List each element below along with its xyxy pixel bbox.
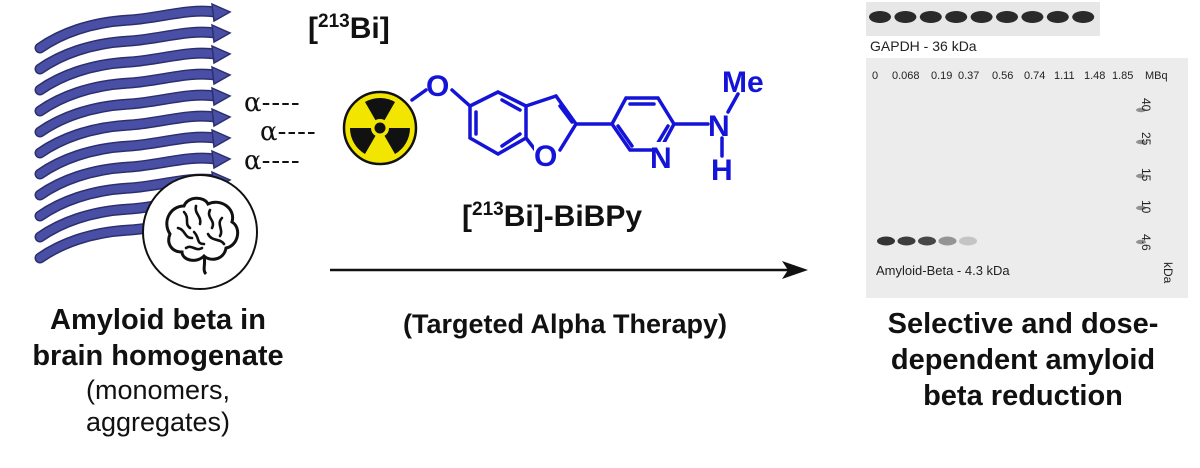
gapdh-band — [996, 11, 1018, 23]
mw-ladder-band — [1136, 205, 1146, 211]
lane-label: 0.74 — [1024, 70, 1046, 82]
beta-strand — [34, 2, 232, 54]
amyloid-beta-label: Amyloid-Beta - 4.3 kDa — [876, 263, 1010, 278]
amyloid-blot-gel — [866, 58, 1188, 298]
beta-strand — [34, 149, 232, 201]
amyloid-band — [877, 236, 895, 246]
amine-nitrogen: N — [708, 110, 730, 143]
amyloid-band — [938, 236, 957, 246]
mw-marker-label: 40 — [1139, 98, 1153, 112]
mw-marker-label: 10 — [1139, 200, 1153, 214]
pyridine-nitrogen: N — [650, 142, 672, 175]
compound-label: [213Bi]-BiBPy — [462, 199, 643, 233]
right-caption-line-2: dependent amyloid — [890, 344, 1156, 376]
beta-strand — [34, 65, 232, 117]
ether-oxygen: O — [426, 70, 449, 103]
lane-label: 0.37 — [958, 70, 980, 82]
left-caption-bold: Amyloid beta in brain homogenate — [2, 302, 314, 374]
reaction-arrow — [330, 261, 808, 279]
furan-oxygen: O — [534, 140, 557, 173]
lane-label: 1.11 — [1054, 70, 1075, 82]
gapdh-band — [1046, 11, 1069, 23]
beta-strand — [34, 44, 232, 96]
brain-icon — [142, 174, 258, 290]
gapdh-label: GAPDH - 36 kDa — [870, 38, 977, 54]
lane-label: 0.56 — [992, 70, 1014, 82]
gapdh-band — [970, 11, 993, 23]
gapdh-blot-strip — [866, 2, 1100, 36]
amine-hydrogen: H — [711, 154, 733, 187]
mw-ladder-band — [1136, 239, 1146, 245]
lane-label: 1.85 — [1112, 70, 1134, 82]
mw-ladder-band — [1136, 107, 1146, 113]
lane-label: 0.19 — [931, 70, 953, 82]
arrow-caption: (Targeted Alpha Therapy) — [402, 309, 728, 339]
mw-marker-label: 25 — [1139, 132, 1153, 146]
amyloid-band — [897, 236, 916, 246]
lane-label: 0.068 — [892, 70, 920, 82]
gel-overlay — [877, 107, 1146, 246]
isotope-label: [213Bi] — [308, 11, 390, 45]
left-caption-plain: (monomers, aggregates) — [2, 374, 314, 438]
left-caption-line-3: (monomers, — [85, 375, 231, 405]
amyloid-band — [959, 236, 977, 246]
lane-label: 1.48 — [1084, 70, 1106, 82]
gapdh-band — [869, 11, 891, 23]
right-caption-line-1: Selective and dose- — [887, 308, 1159, 340]
bibpy-molecule-structure: O O N N Me H — [410, 66, 764, 187]
beta-strand — [34, 23, 232, 75]
left-caption-line-2: brain homogenate — [32, 340, 284, 372]
left-caption-line-1: Amyloid beta in — [50, 304, 266, 336]
radiation-icon — [342, 90, 418, 166]
lane-label: 0 — [872, 70, 879, 82]
mw-ladder-band — [1136, 173, 1146, 179]
right-caption-line-3: beta reduction — [923, 380, 1123, 412]
gapdh-band — [919, 11, 942, 23]
gapdh-band — [1021, 11, 1044, 23]
alpha-particle-1: α---- — [244, 88, 301, 118]
beta-strand — [34, 128, 232, 180]
gapdh-band — [894, 11, 917, 23]
mw-marker-label: 15 — [1139, 168, 1153, 182]
alpha-particle-2: α---- — [260, 117, 317, 147]
beta-strand — [34, 107, 232, 159]
right-caption: Selective and dose- dependent amyloid be… — [848, 306, 1198, 414]
beta-strand — [34, 86, 232, 138]
alpha-particle-3: α---- — [244, 146, 301, 176]
gapdh-band — [945, 11, 968, 23]
amyloid-band — [918, 236, 936, 246]
lane-label: MBq — [1145, 70, 1168, 82]
methyl-group: Me — [722, 66, 764, 99]
gapdh-band — [1072, 11, 1095, 23]
mw-marker-label: 4.6 — [1139, 234, 1153, 251]
left-caption-line-4: aggregates) — [85, 407, 231, 437]
mw-ladder-band — [1136, 139, 1146, 145]
mw-unit-label: kDa — [1161, 262, 1175, 284]
